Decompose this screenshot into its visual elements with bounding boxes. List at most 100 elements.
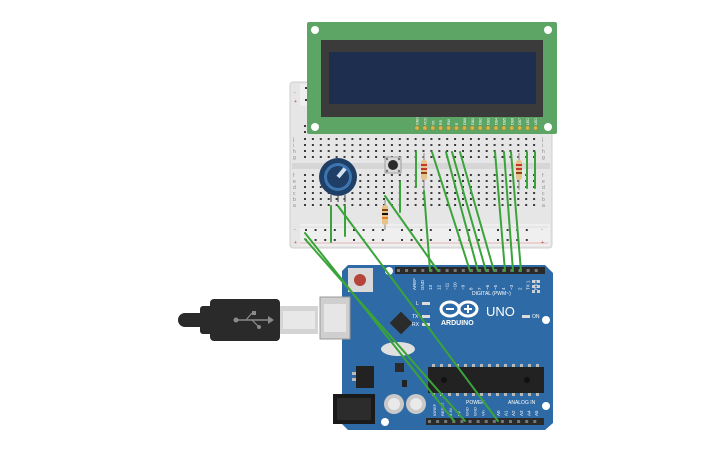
mcu-leg bbox=[464, 393, 467, 396]
breadboard-hole bbox=[351, 204, 354, 206]
breadboard-hole bbox=[406, 186, 409, 188]
wire-d2 bbox=[510, 151, 522, 272]
breadboard-hole bbox=[485, 138, 488, 140]
breadboard-hole bbox=[383, 180, 385, 182]
breadboard-hole bbox=[367, 150, 370, 152]
breadboard-hole bbox=[430, 150, 433, 152]
rail-hole bbox=[420, 239, 423, 241]
breadboard-hole bbox=[304, 138, 306, 140]
breadboard-hole bbox=[359, 150, 362, 152]
digital-pin-label: 12 bbox=[436, 284, 441, 290]
mcu-leg bbox=[448, 364, 451, 367]
breadboard-hole bbox=[343, 150, 346, 152]
breadboard-hole bbox=[493, 192, 496, 194]
wires bbox=[304, 151, 536, 422]
breadboard-hole bbox=[485, 174, 488, 176]
icsp-pin bbox=[537, 290, 540, 293]
breadboard-hole bbox=[375, 180, 378, 182]
rail-hole bbox=[401, 229, 403, 231]
lcd-pin bbox=[517, 125, 523, 131]
breadboard-hole bbox=[438, 150, 441, 152]
power-pin-label: RESET bbox=[440, 402, 445, 416]
breadboard-hole bbox=[367, 156, 370, 158]
breadboard-hole bbox=[351, 150, 354, 152]
icsp-pin bbox=[537, 280, 540, 283]
digital-pin-label: TX 1 bbox=[525, 280, 530, 290]
bottom-pin-socket bbox=[444, 420, 448, 423]
lcd-screen bbox=[329, 52, 536, 104]
digital-pin-label: ~6 bbox=[485, 284, 490, 290]
breadboard-hole bbox=[517, 198, 520, 200]
rail-hole bbox=[305, 99, 307, 101]
breadboard-hole bbox=[430, 174, 433, 176]
wire-db4 bbox=[451, 151, 487, 272]
breadboard-hole bbox=[533, 204, 536, 206]
rail-hole bbox=[477, 239, 480, 241]
breadboard-hole bbox=[430, 180, 433, 182]
mcu-leg bbox=[496, 364, 499, 367]
breadboard-hole bbox=[493, 198, 496, 200]
breadboard-hole bbox=[509, 144, 512, 146]
breadboard-hole bbox=[351, 192, 354, 194]
breadboard-hole bbox=[469, 156, 472, 158]
breadboard-hole bbox=[335, 198, 338, 200]
potentiometer[interactable] bbox=[319, 158, 357, 202]
led-label-tx: TX bbox=[412, 314, 419, 320]
breadboard-hole bbox=[327, 144, 330, 146]
infinity-logo-icon bbox=[439, 300, 479, 318]
breadboard-hole bbox=[406, 174, 409, 176]
power-pin-label: GND bbox=[473, 407, 478, 416]
wire-gnd bbox=[304, 232, 455, 422]
breadboard-hole bbox=[414, 192, 417, 194]
breadboard-hole bbox=[509, 174, 512, 176]
breadboard-hole bbox=[438, 204, 441, 206]
digital-pin-label: 2 bbox=[517, 287, 522, 290]
breadboard-hole bbox=[375, 144, 378, 146]
icsp-pin bbox=[532, 290, 535, 293]
lcd-pin-label: DB3 bbox=[487, 118, 491, 125]
breadboard-hole bbox=[517, 138, 520, 140]
breadboard-hole bbox=[367, 204, 370, 206]
breadboard-hole bbox=[469, 138, 472, 140]
breadboard-hole bbox=[422, 204, 425, 206]
mcu-leg bbox=[496, 393, 499, 396]
row-letter: a bbox=[293, 203, 296, 209]
breadboard-hole bbox=[335, 156, 338, 158]
breadboard-hole bbox=[485, 180, 488, 182]
breadboard-hole bbox=[430, 186, 433, 188]
bottom-pin-socket bbox=[460, 420, 464, 423]
breadboard-hole bbox=[525, 138, 528, 140]
breadboard-hole bbox=[398, 144, 401, 146]
row-letter: g bbox=[293, 155, 296, 161]
breadboard-hole bbox=[509, 156, 512, 158]
push-button[interactable] bbox=[384, 156, 402, 174]
rail-hole bbox=[305, 229, 307, 231]
rail-hole bbox=[516, 239, 519, 241]
breadboard-hole bbox=[406, 192, 409, 194]
breadboard-hole bbox=[311, 138, 314, 140]
breadboard-hole bbox=[319, 186, 322, 188]
lcd-pin-label: DB5 bbox=[502, 118, 506, 125]
breadboard-hole bbox=[311, 144, 314, 146]
breadboard-hole bbox=[359, 186, 362, 188]
breadboard-hole bbox=[327, 198, 330, 200]
mcu-leg bbox=[448, 393, 451, 396]
breadboard-hole bbox=[517, 192, 520, 194]
wire-e bbox=[445, 151, 479, 272]
rail-hole bbox=[458, 229, 461, 231]
breadboard-hole bbox=[319, 156, 322, 158]
breadboard-hole bbox=[406, 150, 409, 152]
arduino-model: UNO bbox=[486, 304, 515, 319]
mcu-leg bbox=[512, 364, 515, 367]
breadboard-hole bbox=[414, 204, 417, 206]
breadboard-hole bbox=[493, 150, 496, 152]
bottom-pin-socket bbox=[509, 420, 512, 423]
breadboard-hole bbox=[438, 186, 441, 188]
power-pin-label: GND bbox=[464, 407, 469, 416]
digital-pin-label: 8 bbox=[469, 287, 474, 290]
row-letter: f bbox=[293, 173, 295, 179]
lcd-pin bbox=[438, 125, 444, 131]
digital-pin-socket bbox=[502, 269, 506, 272]
breadboard-hole bbox=[485, 144, 488, 146]
wire-rs bbox=[431, 151, 471, 272]
